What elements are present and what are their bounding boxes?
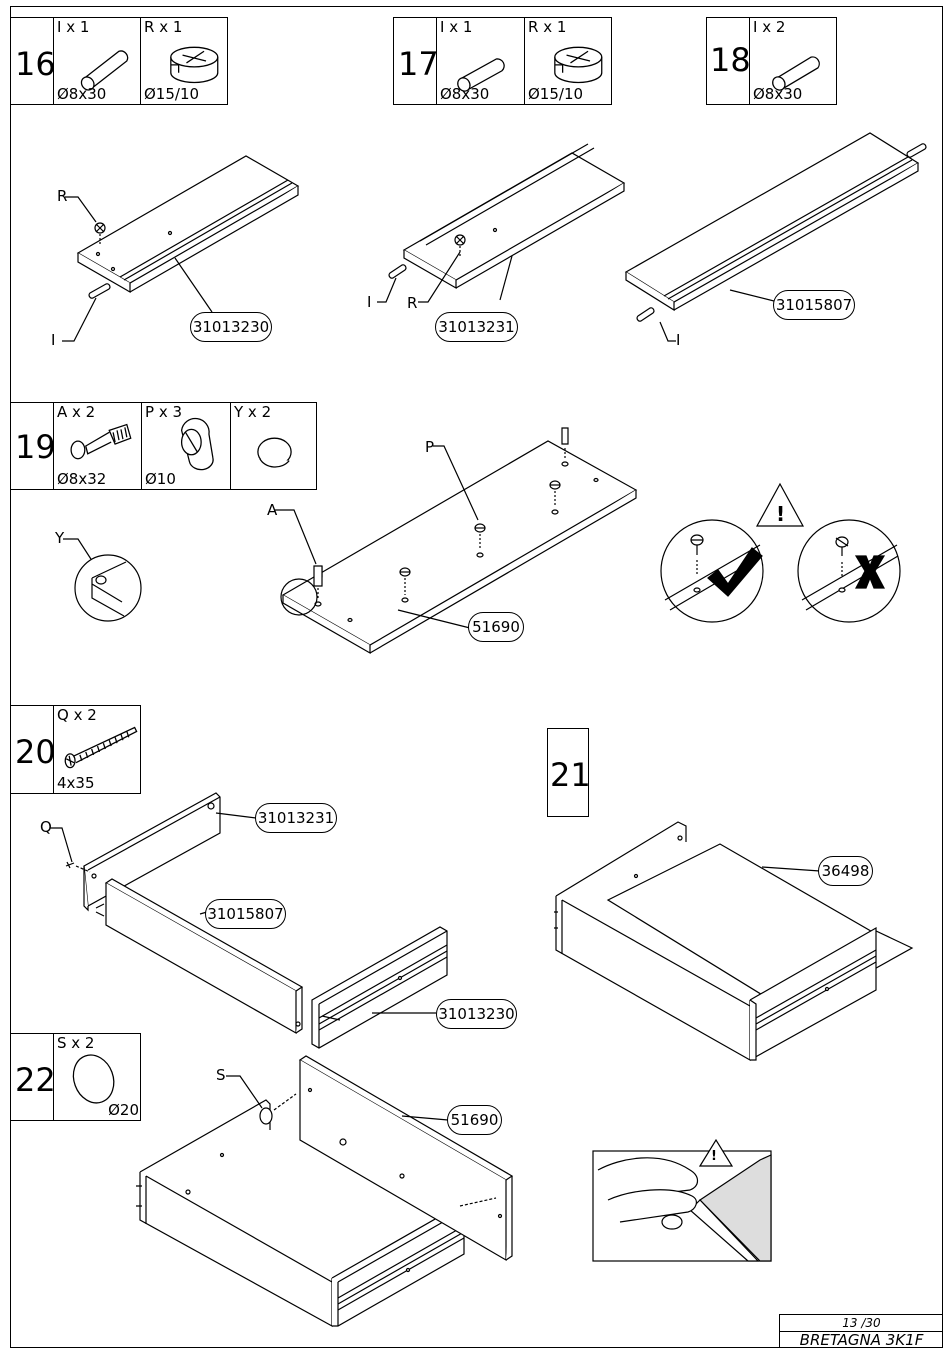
part-dim: Ø15/10 <box>528 85 584 103</box>
x-icon <box>854 555 886 589</box>
part-qty: I x 1 <box>440 18 473 36</box>
part-cell-cover-cap: Y x 2 <box>230 403 318 489</box>
part-cell-dowel: I x 1 Ø8x30 <box>53 18 140 104</box>
part-qty: I x 2 <box>753 18 786 36</box>
part-dim: Ø15/10 <box>144 85 200 103</box>
page-number: 13 /30 <box>842 1316 881 1330</box>
part-dim: Ø20 <box>108 1101 139 1119</box>
label-r: R <box>57 187 68 205</box>
part-cell-dowel: I x 1 Ø8x30 <box>436 18 524 104</box>
step-number: 19 <box>15 428 56 466</box>
label-r: R <box>407 294 418 312</box>
cam-bolt-icon <box>70 423 132 460</box>
part-cell-cam-lock: R x 1 Ø15/10 <box>140 18 229 104</box>
warning-triangle-icon <box>755 482 805 527</box>
step-number: 18 <box>710 41 751 79</box>
label-i: I <box>51 331 56 349</box>
part-code-badge: 31013230 <box>436 999 517 1029</box>
correct-example <box>660 519 764 623</box>
label-p: P <box>425 438 435 456</box>
part-cell-screw: Q x 2 4x35 <box>53 706 142 793</box>
panel-31015807-drawing <box>624 132 927 322</box>
drawings-row1 <box>62 132 927 342</box>
dowel-icon <box>772 56 820 91</box>
cam-lock-icon <box>170 46 219 84</box>
drawer-side-panel <box>104 878 304 1035</box>
wrong-example <box>797 519 901 623</box>
label-y: Y <box>55 529 65 547</box>
drawer-front-panel <box>311 926 448 1049</box>
step-21-box: 21 <box>547 728 591 817</box>
dowel-icon <box>80 50 129 91</box>
step-number: 22 <box>15 1061 56 1099</box>
model-name: BRETAGNA 3K1F <box>780 1331 943 1348</box>
part-code-badge: 31015807 <box>773 290 855 320</box>
step-22-box: 22 S x 2 Ø20 <box>10 1033 141 1121</box>
part-qty: R x 1 <box>528 18 567 36</box>
check-icon <box>707 547 763 597</box>
part-code-badge: 31013230 <box>190 312 272 342</box>
drawer-bottom-panel <box>298 1055 514 1262</box>
drawer-back-panel <box>83 792 221 912</box>
cover-cap-zoom <box>74 554 142 622</box>
step-number: 16 <box>15 45 56 83</box>
part-qty: S x 2 <box>57 1034 95 1052</box>
drawings-row2 <box>63 427 901 655</box>
part-cell-cam-bolt: A x 2 Ø8x32 <box>53 403 141 489</box>
step-number: 20 <box>15 733 56 771</box>
page-frame <box>10 6 943 1348</box>
step-17-box: 17 I x 1 Ø8x30 R x 1 Ø15/10 <box>393 17 612 105</box>
panel-31013230-drawing <box>76 155 300 299</box>
part-dim: 4x35 <box>57 774 95 792</box>
part-cell-dowel: I x 2 Ø8x30 <box>749 18 838 104</box>
label-i: I <box>367 293 372 311</box>
cover-cap-icon <box>257 437 292 468</box>
part-cell-cover-sticker: S x 2 Ø20 <box>53 1034 142 1120</box>
part-dim: Ø8x32 <box>57 470 107 488</box>
label-q: Q <box>40 818 52 836</box>
panel-51690-drawing <box>281 427 638 655</box>
step-number: 21 <box>550 756 591 794</box>
step-number: 17 <box>398 45 439 83</box>
label-i: I <box>676 331 681 349</box>
label-s: S <box>216 1066 226 1084</box>
step-16-box: 16 I x 1 Ø8x30 R x 1 Ø15/10 <box>10 17 228 105</box>
step-18-box: 18 I x 2 Ø8x30 <box>706 17 837 105</box>
part-dim: Ø8x30 <box>440 85 490 103</box>
warning-mark: ! <box>776 502 786 526</box>
warning-mark: ! <box>711 1149 717 1164</box>
part-dim: Ø8x30 <box>57 85 107 103</box>
part-code-badge: 36498 <box>818 856 873 886</box>
part-code-badge: 31013231 <box>255 803 337 833</box>
part-qty: Q x 2 <box>57 706 97 724</box>
step-19-box: 19 A x 2 Ø8x32 P x 3 Ø10 Y x 2 <box>10 402 317 490</box>
shelf-pin-icon <box>180 417 214 471</box>
film-peel-illustration <box>592 1138 772 1262</box>
part-qty: I x 1 <box>57 18 90 36</box>
dowel-icon <box>457 58 505 92</box>
screw-icon <box>64 726 138 769</box>
drawer-with-bottom <box>554 821 914 1062</box>
part-dim: Ø10 <box>145 470 176 488</box>
part-qty: R x 1 <box>144 18 183 36</box>
cover-sticker-icon <box>72 1054 115 1104</box>
part-code-badge: 31013231 <box>435 312 518 342</box>
part-dim: Ø8x30 <box>753 85 803 103</box>
cam-lock-icon <box>554 46 603 84</box>
part-cell-shelf-pin: P x 3 Ø10 <box>141 403 230 489</box>
label-a: A <box>267 501 278 519</box>
part-qty: A x 2 <box>57 403 96 421</box>
part-cell-cam-lock: R x 1 Ø15/10 <box>524 18 613 104</box>
part-code-badge: 31015807 <box>205 899 286 929</box>
page-footer: 13 /30 BRETAGNA 3K1F <box>779 1314 943 1348</box>
part-qty: Y x 2 <box>234 403 272 421</box>
part-code-badge: 51690 <box>468 612 524 642</box>
drawer-assembly <box>136 1099 465 1328</box>
part-qty: P x 3 <box>145 403 183 421</box>
part-code-badge: 51690 <box>447 1105 502 1135</box>
step-20-box: 20 Q x 2 4x35 <box>10 705 141 794</box>
